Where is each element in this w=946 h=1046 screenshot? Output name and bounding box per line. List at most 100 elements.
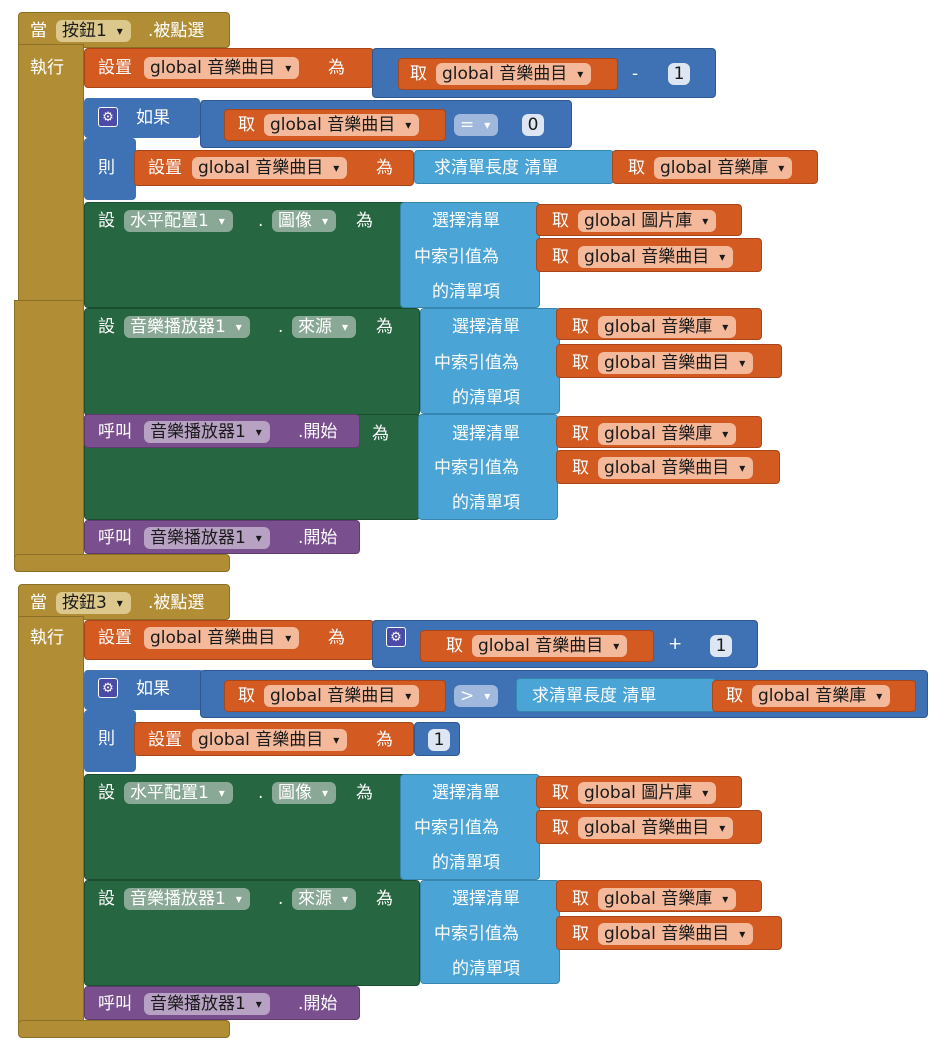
if-label: 如果 [136,108,170,128]
player-dropdown-b2[interactable]: 音樂播放器1 [124,888,250,910]
number-one-b2-2[interactable]: 1 [428,729,450,751]
to-label-4: 為 [376,317,393,337]
get-label-b2-4: 取 [552,783,569,803]
image-prop-dropdown[interactable]: 圖像 [272,210,336,232]
lib-dropdown-b2[interactable]: global 音樂庫 [752,685,891,707]
piclib-dropdown-b2[interactable]: global 圖片庫 [578,782,717,804]
get-label-b2-7: 取 [572,924,589,944]
do-label-2: 執行 [30,628,64,648]
get-var-dropdown[interactable]: global 音樂曲目 [436,63,592,85]
button3-dropdown[interactable]: 按鈕3 [56,592,131,614]
then-section [84,138,136,200]
get-label-b2-6: 取 [572,889,589,909]
get-label-4: 取 [552,211,569,231]
list-length-label: 求清單長度 清單 [434,158,559,178]
var-dropdown-b2-4[interactable]: global 音樂曲目 [578,817,734,839]
minus-op[interactable]: - [632,64,639,84]
dot-label: . [258,211,264,231]
player-dropdown-b2-2[interactable]: 音樂播放器1 [144,993,270,1015]
to-label-3: 為 [356,211,373,231]
set-label: 設置 [98,58,132,78]
select-label-3: 的清單項 [432,282,500,302]
source-prop-dropdown[interactable]: 來源 [292,316,356,338]
to-label-b2-3: 為 [356,783,373,803]
select-label-b2-6: 的清單項 [452,959,520,979]
player-dropdown[interactable]: 音樂播放器1 [124,316,250,338]
set-comp-label-b2: 設 [98,783,115,803]
start-label-2: .開始 [298,528,338,548]
event-footer-2 [18,1020,230,1038]
select-list-item-block-3[interactable] [418,414,558,520]
get-var-dropdown-2[interactable]: global 音樂曲目 [264,114,420,136]
source-prop-dropdown-b2[interactable]: 來源 [292,888,356,910]
to-label-2: 為 [376,158,393,178]
number-zero[interactable]: 0 [522,114,544,136]
get-var-dropdown-b2[interactable]: global 音樂曲目 [472,635,628,657]
start-label-b2: .開始 [298,994,338,1014]
dot-label-b2-2: . [278,889,284,909]
hcomp-dropdown-b2[interactable]: 水平配置1 [124,782,233,804]
start-label: .開始 [298,422,338,442]
call-label-2: 呼叫 [98,528,132,548]
select-label-9: 的清單項 [452,493,520,513]
select-label-7: 選擇清單 [452,424,520,444]
player-dropdown-2[interactable]: 音樂播放器1 [144,421,270,443]
var-dropdown[interactable]: global 音樂曲目 [144,57,300,79]
when-label: 當 [30,21,47,41]
piclib-dropdown[interactable]: global 圖片庫 [578,210,717,232]
set-label-b2-2: 設置 [148,730,182,750]
get-label-b2: 取 [446,636,463,656]
gear-icon[interactable]: ⚙ [98,107,118,127]
var-dropdown-b2-2[interactable]: global 音樂曲目 [192,729,348,751]
get-label-8: 取 [572,424,589,444]
select-label-8: 中索引值為 [434,458,519,478]
event-label: .被點選 [148,21,205,41]
get-label-9: 取 [572,458,589,478]
call-label-b2: 呼叫 [98,994,132,1014]
gear-icon-3[interactable]: ⚙ [98,678,118,698]
to-label-b2-2: 為 [376,730,393,750]
select-label-4: 選擇清單 [452,317,520,337]
select-label-1: 選擇清單 [432,211,500,231]
list-length-block-b2[interactable] [516,678,716,712]
select-label-b2-2: 中索引值為 [414,818,499,838]
var-dropdown-2[interactable]: global 音樂曲目 [192,157,348,179]
get-label-b2-2: 取 [238,686,255,706]
gt-operator-dropdown[interactable]: > [454,685,499,707]
select-list-item-block[interactable] [400,202,540,308]
var-dropdown-4[interactable]: global 音樂曲目 [578,246,734,268]
lib-dropdown-2[interactable]: global 音樂庫 [598,316,737,338]
gear-icon-2[interactable]: ⚙ [386,627,406,647]
button1-dropdown[interactable]: 按鈕1 [56,20,131,42]
lib-dropdown[interactable]: global 音樂庫 [654,157,793,179]
select-label-6: 的清單項 [452,388,520,408]
dot-label-b2: . [258,783,264,803]
hcomp-dropdown[interactable]: 水平配置1 [124,210,233,232]
var-dropdown-b2-5[interactable]: global 音樂曲目 [598,923,754,945]
player-dropdown-3[interactable]: 音樂播放器1 [144,527,270,549]
get-var-dropdown-b2-2[interactable]: global 音樂曲目 [264,685,420,707]
list-length-label-b2: 求清單長度 清單 [532,686,657,706]
image-prop-dropdown-b2[interactable]: 圖像 [272,782,336,804]
to-label-b2: 為 [328,628,345,648]
list-length-block[interactable] [414,150,614,184]
get-label-3: 取 [628,158,645,178]
var-dropdown-b2[interactable]: global 音樂曲目 [144,627,300,649]
plus-op[interactable]: + [668,634,683,654]
lib-dropdown-3[interactable]: global 音樂庫 [598,423,737,445]
eq-operator-dropdown[interactable]: = [454,114,499,136]
then-label: 則 [98,158,115,178]
number-one-b2[interactable]: 1 [710,635,732,657]
var-dropdown-5[interactable]: global 音樂曲目 [598,352,754,374]
to-label-5: 為 [372,424,389,444]
get-label-5: 取 [552,247,569,267]
event-frame-ghost [14,300,84,572]
var-dropdown-6[interactable]: global 音樂曲目 [598,457,754,479]
then-section-b2 [84,710,136,772]
number-one[interactable]: 1 [668,63,690,85]
get-label: 取 [410,64,427,84]
select-label-b2-1: 選擇清單 [432,783,500,803]
lib-dropdown-b2-2[interactable]: global 音樂庫 [598,888,737,910]
select-label-5: 中索引值為 [434,353,519,373]
get-label-2: 取 [238,115,255,135]
